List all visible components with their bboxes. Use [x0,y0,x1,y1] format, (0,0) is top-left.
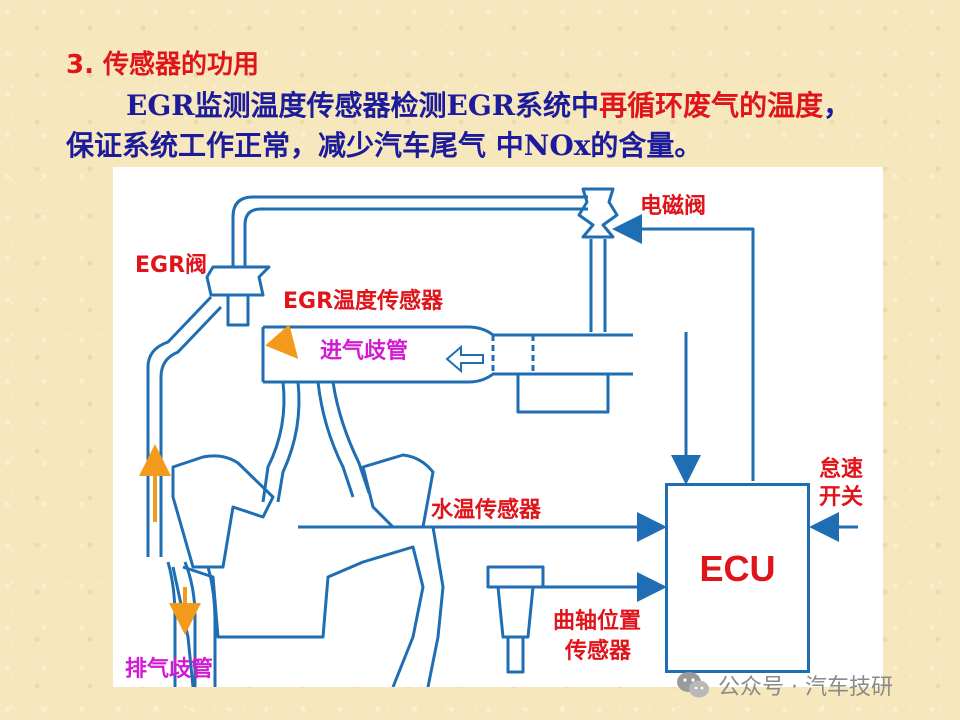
wechat-icon [677,672,709,698]
intake-runner-left [261,381,286,503]
egr-return-pipe-inner [159,305,223,557]
engine-lower-left [171,566,195,687]
intake-plenum-top [263,325,633,337]
ecu-to-solenoid-line [612,214,755,481]
engine-right-side [426,526,445,687]
egr-system-diagram: 电磁阀 EGR阀 EGR温度传感器 进气歧管 水温传感器 怠速 开关 曲轴位置 … [113,167,883,687]
intake-runner-left-2 [276,381,301,503]
label-exhaust-manifold: 排气歧管 [125,657,214,682]
egr-flow-arrow-diagonal [265,324,299,360]
egr-valve-body [205,265,271,297]
ecu-box: ECU [665,483,810,673]
diagram-drawing [139,187,858,687]
solenoid-valve-body [577,187,619,239]
label-egr-temp-sensor: EGR温度传感器 [283,289,444,314]
exhaust-pipe-3 [206,566,217,687]
section-heading: 3. 传感器的功用 [66,44,259,81]
section-title: 传感器的功用 [103,50,260,80]
label-crank-sensor-2: 传感器 [565,639,632,664]
label-idle-switch-1: 怠速 [819,457,864,482]
egr-return-pipe-outer [146,295,213,557]
ecu-label: ECU [699,548,776,589]
description-comma: ， [823,89,852,122]
label-solenoid-valve: 电磁阀 [640,194,707,219]
vacuum-pipe-inner [243,207,588,267]
throttle-bypass [516,374,610,414]
description-blue-text: EGR监测温度传感器检测EGR系统中 [126,89,600,122]
watermark: 公众号 · 汽车技研 [676,668,946,702]
egr-valve-stem [226,295,250,327]
label-water-temp-sensor: 水温传感器 [431,498,542,523]
throttle-body [491,335,535,374]
engine-head-right [361,453,435,529]
watermark-text: 公众号 · 汽车技研 [718,675,893,700]
intake-flow-arrow [445,344,484,374]
label-egr-valve: EGR阀 [135,253,208,278]
description-line-2: 保证系统工作正常，减少汽车尾气 中NOx的含量。 [66,129,703,162]
label-crank-sensor-1: 曲轴位置 [553,609,642,634]
section-number: 3. [66,50,94,80]
label-idle-switch-2: 开关 [819,485,864,510]
intake-plenum-bottom [263,372,633,384]
crank-sensor-body [486,565,545,674]
intake-runner-right [316,381,355,498]
engine-head-left [171,454,275,569]
vacuum-pipe-outer [231,195,588,267]
label-intake-manifold: 进气歧管 [320,339,409,364]
description-line-1: EGR监测温度传感器检测EGR系统中再循环废气的温度， [66,86,936,126]
description-red-text: 再循环废气的温度 [599,89,824,122]
intake-runner-right-2 [331,381,371,494]
